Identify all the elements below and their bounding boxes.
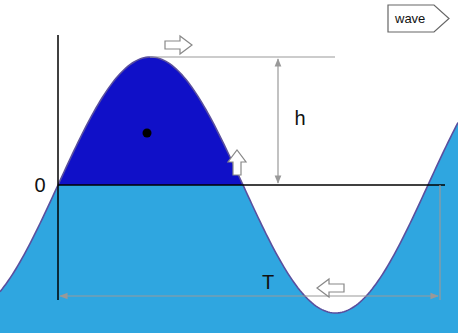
- water-body: [0, 57, 458, 333]
- period-end-line: [439, 185, 440, 300]
- particle-dot: [143, 129, 152, 138]
- direction-arrow-box: wave: [387, 4, 450, 33]
- vertical-axis: [57, 35, 59, 300]
- height-label: h: [294, 108, 305, 128]
- period-label: T: [262, 272, 274, 292]
- arrow-shape: [388, 5, 449, 32]
- motion-arrow-up: [228, 150, 246, 175]
- motion-arrow-right: [165, 36, 192, 54]
- motion-arrow-left: [317, 279, 344, 297]
- still-water-line: [58, 184, 445, 186]
- period-dimension: [60, 295, 438, 296]
- direction-label: wave: [395, 11, 425, 26]
- crest-level-line: [150, 56, 335, 57]
- origin-label: 0: [34, 175, 45, 195]
- wave-crest: [58, 57, 243, 185]
- height-dimension: [277, 59, 278, 183]
- wave-surface: [0, 57, 458, 313]
